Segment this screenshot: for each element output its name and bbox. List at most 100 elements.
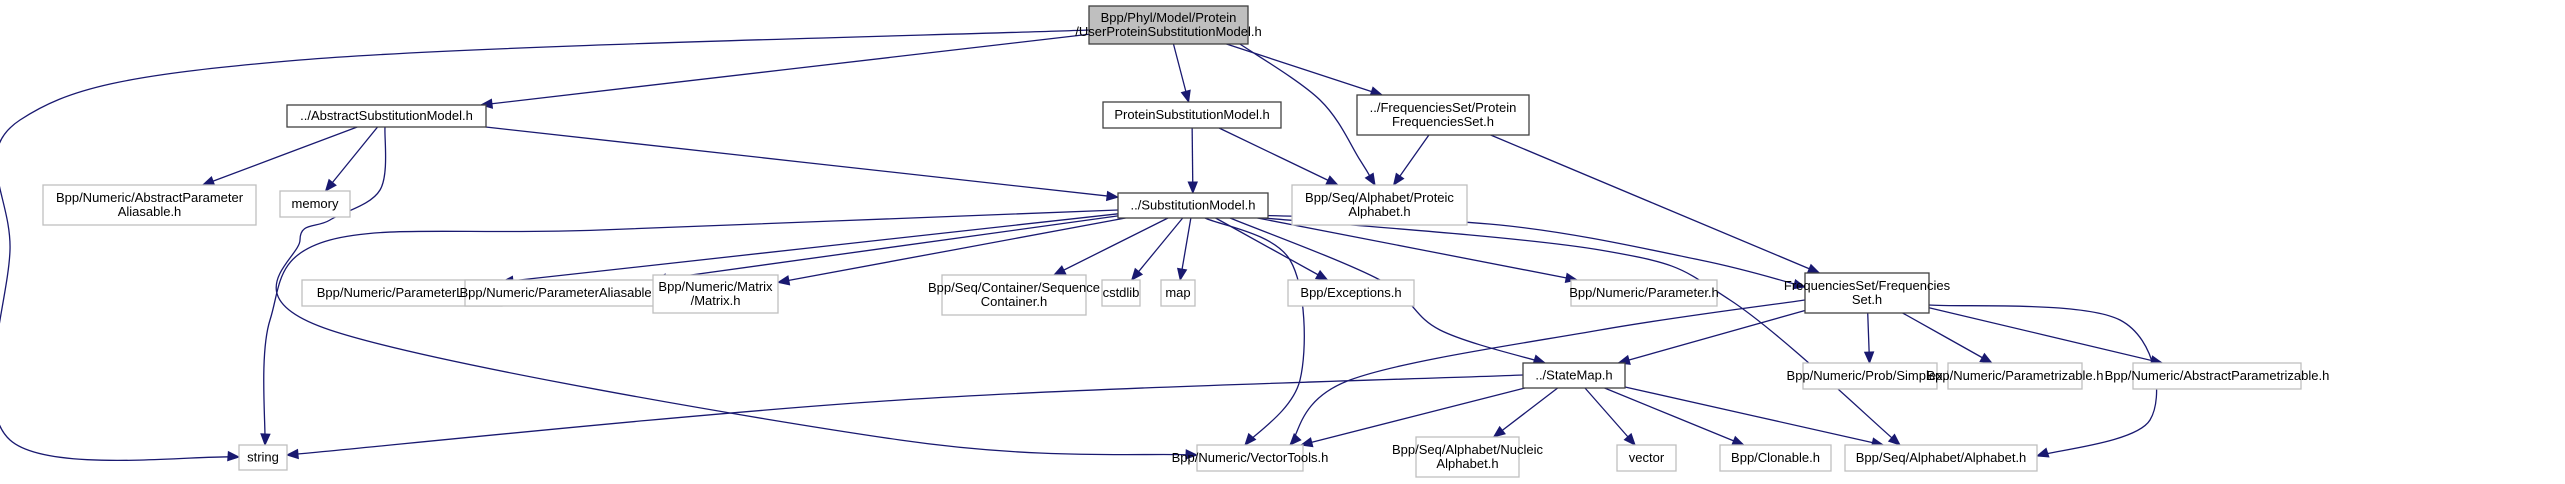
edge-root-to-protfreq	[1226, 43, 1383, 96]
edge-statemap-to-string	[286, 374, 1524, 456]
node-box	[1291, 184, 1468, 226]
node-label: Bpp/Numeric/AbstractParameter	[56, 190, 244, 205]
node-label: vector	[1629, 450, 1665, 465]
arrowhead-freqset-to-simplex	[1863, 351, 1875, 365]
node-box	[1160, 279, 1196, 307]
node-proteinsm[interactable]: ProteinSubstitutionModel.h	[1102, 101, 1282, 129]
node-label: ../AbstractSubstitutionModel.h	[300, 108, 473, 123]
node-box	[1570, 279, 1718, 307]
node-protfreq[interactable]: ../FrequenciesSet/ProteinFrequenciesSet.…	[1356, 94, 1530, 136]
edge-sm-to-freqset	[1249, 214, 1806, 288]
node-label: ProteinSubstitutionModel.h	[1114, 107, 1269, 122]
edge-sm-to-plist	[501, 213, 1119, 283]
node-label: memory	[292, 196, 339, 211]
edge-sm-to-cstdlib	[1131, 217, 1184, 281]
node-label: /UserProteinSubstitutionModel.h	[1075, 24, 1261, 39]
node-sm[interactable]: ../SubstitutionModel.h	[1117, 192, 1269, 219]
arrowhead-freqset-to-parametrizable	[1979, 352, 1993, 364]
node-label: Bpp/Numeric/Parameter.h	[1569, 285, 1719, 300]
edge-sm-to-matrix	[777, 217, 1126, 284]
node-label: Bpp/Numeric/Matrix	[658, 279, 773, 294]
node-root[interactable]: Bpp/Phyl/Model/Protein/UserProteinSubsti…	[1075, 5, 1262, 45]
node-freqset[interactable]: FrequenciesSet/FrequenciesSet.h	[1784, 272, 1951, 314]
node-box	[1088, 5, 1249, 45]
node-parameter: Bpp/Numeric/Parameter.h	[1569, 279, 1719, 307]
node-label: Bpp/Phyl/Model/Protein	[1101, 10, 1237, 25]
node-absparametrizable: Bpp/Numeric/AbstractParametrizable.h	[2105, 362, 2330, 390]
arrowhead-freqset-to-alphabet	[2035, 447, 2050, 458]
node-label: Bpp/Clonable.h	[1731, 450, 1820, 465]
node-matrix: Bpp/Numeric/Matrix/Matrix.h	[652, 274, 779, 314]
node-box	[238, 444, 288, 471]
node-box	[1356, 94, 1530, 136]
node-box	[652, 274, 779, 314]
arrowhead-root-to-abstractsm	[479, 98, 494, 109]
arrowhead-sm-to-cstdlib	[1130, 267, 1144, 282]
node-box	[1719, 444, 1832, 472]
node-label: string	[247, 450, 279, 465]
edge-abstractsm-to-apa	[202, 126, 358, 186]
node-label: Bpp/Seq/Alphabet/Nucleic	[1392, 442, 1544, 457]
edge-statemap-to-alphabet	[1624, 386, 1884, 446]
arrowhead-proteinsm-to-protalpha	[1325, 175, 1340, 186]
edge-abstractsm-to-sm	[485, 126, 1119, 198]
node-abstractsm[interactable]: ../AbstractSubstitutionModel.h	[286, 104, 487, 128]
edge-freqset-to-absparametrizable	[1928, 307, 2163, 364]
node-label: /Matrix.h	[691, 293, 741, 308]
node-label: Bpp/Seq/Alphabet/Alphabet.h	[1856, 450, 2027, 465]
edge-sm-to-vectortools	[1204, 217, 1305, 446]
node-label: Alphabet.h	[1436, 456, 1498, 471]
node-box	[464, 279, 658, 307]
node-box	[1287, 279, 1415, 307]
arrowhead-sm-to-exceptions	[1314, 269, 1329, 281]
arrowhead-abstractsm-to-vectortools	[1185, 449, 1199, 460]
node-box	[1844, 444, 2038, 472]
node-box	[1947, 362, 2083, 390]
node-alphabet: Bpp/Seq/Alphabet/Alphabet.h	[1844, 444, 2038, 472]
nodes-layer: Bpp/Phyl/Model/Protein/UserProteinSubsti…	[42, 5, 2330, 478]
node-box	[1804, 272, 1930, 314]
node-box	[1522, 362, 1626, 389]
arrowhead-root-to-string	[227, 450, 241, 462]
node-label: Bpp/Numeric/AbstractParametrizable.h	[2105, 368, 2330, 383]
node-label: Bpp/Numeric/Parametrizable.h	[1926, 368, 2103, 383]
edge-protfreq-to-freqset	[1490, 134, 1820, 274]
arrowhead-sm-to-alphabet	[1887, 433, 1902, 446]
node-box	[2132, 362, 2302, 390]
node-box	[1802, 362, 1938, 390]
arrowhead-sm-to-vectortools	[1244, 432, 1257, 447]
edge-sm-to-parameter	[1257, 217, 1578, 281]
node-label: Bpp/Exceptions.h	[1300, 285, 1401, 300]
arrowhead-sm-to-matrix	[776, 275, 791, 286]
arrowhead-statemap-to-clonable	[1731, 435, 1745, 446]
edge-sm-to-palias	[654, 215, 1119, 281]
node-statemap[interactable]: ../StateMap.h	[1522, 362, 1626, 389]
node-string: string	[238, 444, 288, 471]
node-label: FrequenciesSet.h	[1392, 114, 1494, 129]
node-label: Bpp/Numeric/ParameterAliasable.h	[459, 285, 662, 300]
arrowhead-sm-to-string	[260, 433, 271, 447]
node-label: Bpp/Seq/Alphabet/Proteic	[1305, 190, 1454, 205]
node-label: Bpp/Numeric/VectorTools.h	[1172, 450, 1329, 465]
arrowhead-statemap-to-string	[285, 448, 299, 460]
arrowhead-root-to-protalpha	[1364, 172, 1376, 187]
arrowhead-sm-to-seqcont	[1052, 265, 1067, 276]
node-cstdlib: cstdlib	[1101, 279, 1141, 307]
edge-freqset-to-parametrizable	[1902, 312, 1993, 364]
node-label: ../StateMap.h	[1535, 368, 1612, 383]
arrowhead-abstractsm-to-apa	[201, 176, 216, 186]
edge-root-to-string	[0, 29, 1090, 462]
node-label: Bpp/Numeric/ParameterList.h	[317, 285, 488, 300]
node-box	[1616, 444, 1677, 472]
node-label: FrequenciesSet/Frequencies	[1784, 278, 1951, 293]
arrowhead-root-to-proteinsm	[1180, 89, 1191, 104]
node-vector: vector	[1616, 444, 1677, 472]
arrowhead-abstractsm-to-memory	[324, 178, 337, 193]
edge-sm-to-string	[263, 209, 1119, 446]
node-box	[1196, 444, 1304, 472]
node-label: Bpp/Seq/Container/Sequence	[928, 280, 1100, 295]
node-box	[1102, 101, 1282, 129]
node-label: ../FrequenciesSet/Protein	[1370, 100, 1517, 115]
